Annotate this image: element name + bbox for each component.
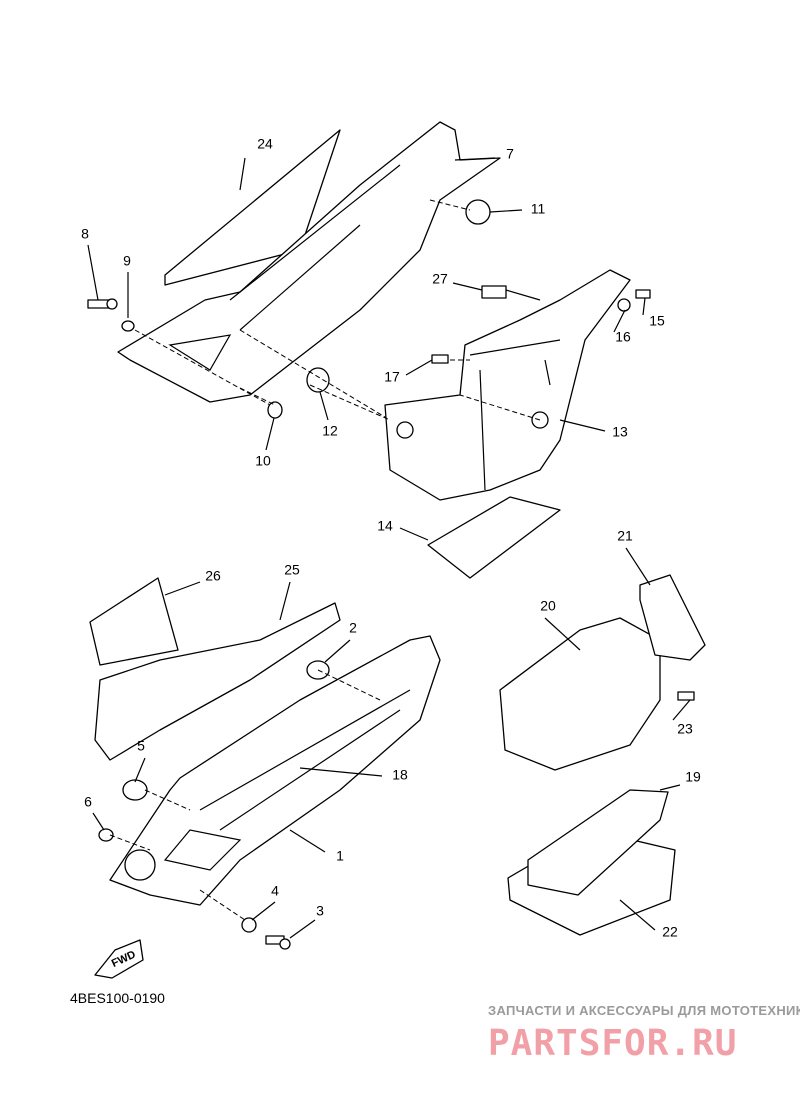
watermark-logo: PARTSFOR.RU: [488, 1023, 738, 1064]
callout-26: 26: [205, 568, 221, 584]
callout-27: 27: [432, 271, 448, 287]
callout-3: 3: [316, 903, 324, 919]
callout-10: 10: [255, 453, 271, 469]
part-14-pad[interactable]: [427, 496, 561, 579]
callout-1: 1: [336, 848, 344, 864]
callout-2: 2: [349, 620, 357, 636]
mount-hole: [124, 849, 156, 881]
part-11-grommet[interactable]: [465, 199, 491, 225]
cover-detail-lines: [163, 689, 411, 871]
part-26-decal[interactable]: [89, 577, 179, 666]
callout-23: 23: [677, 721, 693, 737]
callout-20: 20: [540, 598, 556, 614]
part-13-bracket-box[interactable]: [384, 269, 631, 501]
callout-25: 25: [284, 562, 300, 578]
part-15-bolt[interactable]: [635, 289, 651, 299]
callout-11: 11: [531, 201, 546, 217]
part-6-washer[interactable]: [98, 828, 114, 842]
leader-lines: [87, 157, 691, 939]
callout-22: 22: [662, 924, 678, 940]
callout-18: 18: [392, 767, 408, 783]
part-21-handle[interactable]: [639, 574, 706, 661]
cover-detail-lines: [168, 164, 401, 371]
callout-13: 13: [612, 424, 628, 440]
callout-12: 12: [322, 423, 338, 439]
assembly-lines: [309, 359, 541, 421]
callout-9: 9: [123, 253, 131, 269]
assembly-lines: [109, 669, 381, 921]
part-20-box[interactable]: [499, 617, 661, 771]
callout-16: 16: [615, 329, 631, 345]
part-19-cover[interactable]: [527, 789, 669, 896]
part-23-bolt[interactable]: [677, 691, 695, 701]
part-8-screw[interactable]: [87, 298, 118, 310]
callout-8: 8: [81, 226, 89, 242]
callout-7: 7: [506, 146, 514, 162]
callout-15: 15: [649, 313, 665, 329]
part-9-washer[interactable]: [121, 320, 135, 332]
callout-4: 4: [271, 883, 279, 899]
part-5-grommet[interactable]: [122, 779, 148, 801]
callout-14: 14: [377, 518, 393, 534]
callout-6: 6: [84, 794, 92, 810]
callout-21: 21: [617, 528, 633, 544]
callout-24: 24: [257, 136, 273, 152]
fwd-arrow-icon: FWD: [94, 939, 144, 979]
part-10-grommet[interactable]: [267, 401, 283, 419]
part-16-washer[interactable]: [617, 298, 631, 312]
part-1-side-cover[interactable]: [109, 635, 441, 906]
mount-hole: [396, 421, 414, 439]
watermark-tagline: ЗАПЧАСТИ И АКСЕССУАРЫ ДЛЯ МОТОТЕХНИКИ: [488, 1003, 800, 1018]
callout-5: 5: [137, 738, 145, 754]
callout-19: 19: [685, 769, 701, 785]
part-17-bolt[interactable]: [431, 354, 449, 364]
bracket-detail-lines: [469, 339, 561, 491]
part-4-washer[interactable]: [241, 917, 257, 933]
part-7-side-cover[interactable]: [117, 121, 501, 403]
part-25-plate[interactable]: [94, 602, 341, 761]
callout-17: 17: [384, 369, 400, 385]
diagram-code: 4BES100-0190: [70, 990, 165, 1006]
part-27-clip[interactable]: [481, 285, 507, 299]
part-3-screw[interactable]: [265, 935, 291, 950]
